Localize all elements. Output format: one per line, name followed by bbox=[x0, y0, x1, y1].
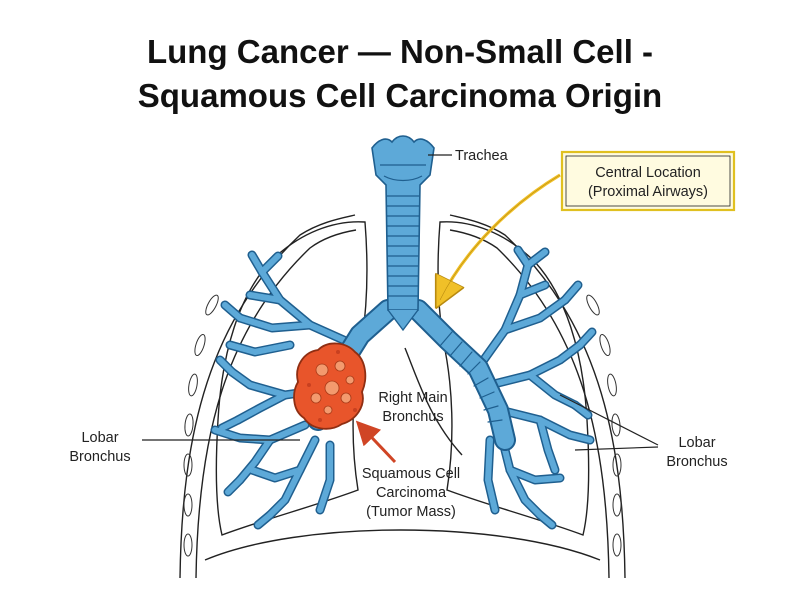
airway-tree bbox=[210, 135, 597, 530]
tumor-arrow bbox=[355, 420, 397, 464]
lobar-right-leader-line-1 bbox=[559, 394, 659, 446]
tumor-mass bbox=[293, 342, 367, 430]
tumor-label-line-1: Squamous Cell bbox=[362, 466, 460, 482]
central-location-label-line-2: (Proximal Airways) bbox=[588, 184, 708, 200]
lobar-right-leader-line-2 bbox=[574, 446, 659, 451]
trachea bbox=[371, 135, 435, 332]
lobar-bronchus-right-label-line-2: Bronchus bbox=[666, 454, 727, 470]
trachea-label: Trachea bbox=[455, 148, 509, 164]
tumor-label-line-3: (Tumor Mass) bbox=[366, 504, 456, 520]
diaphragm bbox=[204, 529, 601, 561]
central-location-arrow bbox=[440, 173, 561, 300]
lobar-bronchus-right-label-line-1: Lobar bbox=[678, 435, 715, 451]
rib-segments bbox=[183, 294, 622, 557]
callouts bbox=[142, 154, 659, 464]
page-title: Lung Cancer — Non-Small Cell - Squamous … bbox=[0, 30, 800, 118]
right-bronchial-branches bbox=[210, 250, 353, 530]
tumor-label-line-2: Carcinoma bbox=[376, 485, 447, 501]
right-main-bronchus-label-line-2: Bronchus bbox=[382, 409, 443, 425]
right-main-bronchus-label-line-1: Right Main bbox=[378, 390, 447, 406]
title-line-1: Lung Cancer — Non-Small Cell - bbox=[146, 33, 654, 70]
central-location-label-line-1: Central Location bbox=[595, 165, 701, 181]
lobar-bronchus-left-label-line-1: Lobar bbox=[81, 430, 118, 446]
title-line-2: Squamous Cell Carcinoma Origin bbox=[137, 77, 663, 114]
lobar-bronchus-left-label-line-2: Bronchus bbox=[69, 449, 130, 465]
central-location-box bbox=[560, 150, 736, 212]
